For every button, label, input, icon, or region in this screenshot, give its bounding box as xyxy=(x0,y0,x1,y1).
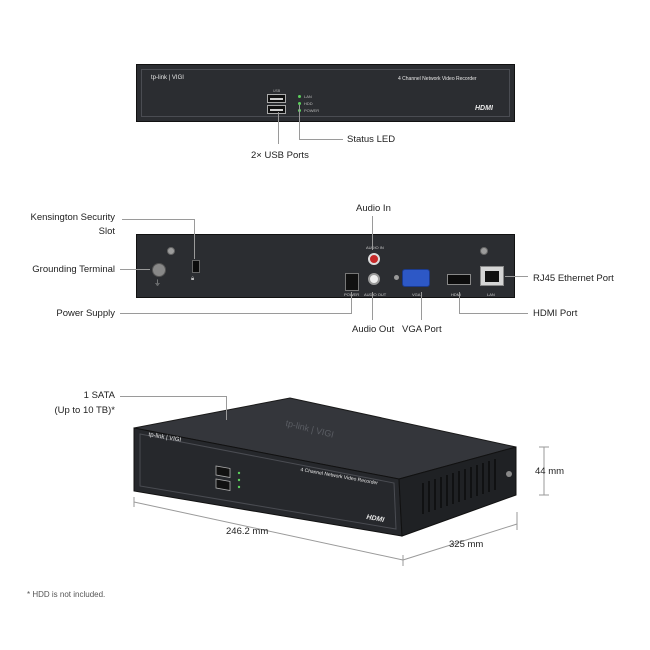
dim-depth-line xyxy=(402,523,518,561)
dim-depth-label: 325 mm xyxy=(449,539,484,550)
power-leader-v xyxy=(351,292,352,313)
led-leader-h xyxy=(299,139,343,140)
iso-side-face xyxy=(398,446,517,537)
power-jack xyxy=(345,273,359,291)
lan-port-label: LAN xyxy=(487,292,495,297)
audio-out-port-label: AUDIO OUT xyxy=(364,292,387,297)
callout-usb-ports: 2× USB Ports xyxy=(251,150,309,161)
callout-kensington-line1: Kensington Security xyxy=(30,212,116,223)
led-hdd-icon xyxy=(298,102,301,106)
grounding-leader-h xyxy=(120,269,150,270)
audio-in-jack xyxy=(368,253,380,265)
iso-led-power xyxy=(237,485,241,489)
rear-screw-right xyxy=(480,247,488,255)
vga-port xyxy=(402,269,430,287)
hdmi-leader-h xyxy=(459,313,528,314)
rear-panel-device: ⏚ 🔒︎ POWER AUDIO IN AUDIO OUT VGA HDMI L… xyxy=(136,234,515,298)
front-hdmi-logo: HDMI xyxy=(475,105,493,112)
iso-usb-port-2 xyxy=(215,478,231,491)
footnote-hdd: * HDD is not included. xyxy=(27,590,106,599)
kensington-leader-v xyxy=(194,219,195,259)
led-hdd: HDD xyxy=(298,101,313,106)
front-model-text: 4 Channel Network Video Recorder xyxy=(398,76,477,82)
sata-leader-v xyxy=(226,396,227,420)
usb-port-1 xyxy=(267,94,286,103)
callout-grounding: Grounding Terminal xyxy=(32,264,115,275)
callout-kensington-line2: Slot xyxy=(98,226,115,237)
dim-height-label: 44 mm xyxy=(535,466,565,477)
vga-leader-v xyxy=(421,292,422,320)
hdmi-leader-v xyxy=(459,292,460,314)
callout-audio-in: Audio In xyxy=(356,203,391,214)
iso-usb-port-1 xyxy=(215,465,231,478)
sata-leader-h xyxy=(120,396,226,397)
rear-screw-left xyxy=(167,247,175,255)
lock-icon: 🔒︎ xyxy=(191,276,195,282)
callout-status-led: Status LED xyxy=(347,134,396,145)
callout-audio-out: Audio Out xyxy=(352,324,395,335)
kensington-slot xyxy=(192,260,200,273)
callout-rj45: RJ45 Ethernet Port xyxy=(533,273,614,284)
vga-screw-left xyxy=(394,275,399,280)
audio-out-leader-v xyxy=(372,292,373,320)
iso-front-bezel xyxy=(139,433,397,530)
audio-in-leader-v xyxy=(372,216,373,250)
dim-width-label: 246.2 mm xyxy=(226,526,269,537)
audio-out-jack xyxy=(368,273,380,285)
hdmi-port-label: HDMI xyxy=(451,292,462,297)
vga-port-label: VGA xyxy=(412,292,421,297)
kensington-leader-h xyxy=(122,219,194,220)
iso-side-screw xyxy=(506,471,512,477)
usb-leader-v xyxy=(278,112,279,144)
led-lan-icon xyxy=(298,95,301,99)
callout-power-supply: Power Supply xyxy=(56,308,115,319)
usb-port-2 xyxy=(267,105,286,114)
ground-symbol-icon: ⏚ xyxy=(154,280,161,287)
iso-side-vents xyxy=(422,459,496,514)
callout-hdmi-port: HDMI Port xyxy=(533,308,578,319)
callout-vga-port: VGA Port xyxy=(402,324,442,335)
callout-sata-line1: 1 SATA xyxy=(83,390,115,401)
led-lan: LAN xyxy=(298,94,312,99)
hdmi-port xyxy=(447,274,471,285)
front-panel-bezel xyxy=(141,69,510,117)
iso-led-hdd xyxy=(237,478,241,482)
audio-in-port-label: AUDIO IN xyxy=(366,245,384,250)
rj45-leader-h xyxy=(505,276,528,277)
power-leader-h xyxy=(120,313,352,314)
rj45-port-opening xyxy=(485,271,499,282)
led-leader-v xyxy=(299,105,300,139)
front-brand-logo: tp-link | VIGI xyxy=(151,75,184,81)
grounding-terminal-icon xyxy=(152,263,166,277)
iso-led-lan xyxy=(237,471,241,475)
front-panel-device: tp-link | VIGI 4 Channel Network Video R… xyxy=(136,64,515,122)
usb-port-label: USB xyxy=(273,89,281,93)
dim-width-line xyxy=(133,501,404,561)
callout-sata-line2: (Up to 10 TB)* xyxy=(54,405,115,416)
